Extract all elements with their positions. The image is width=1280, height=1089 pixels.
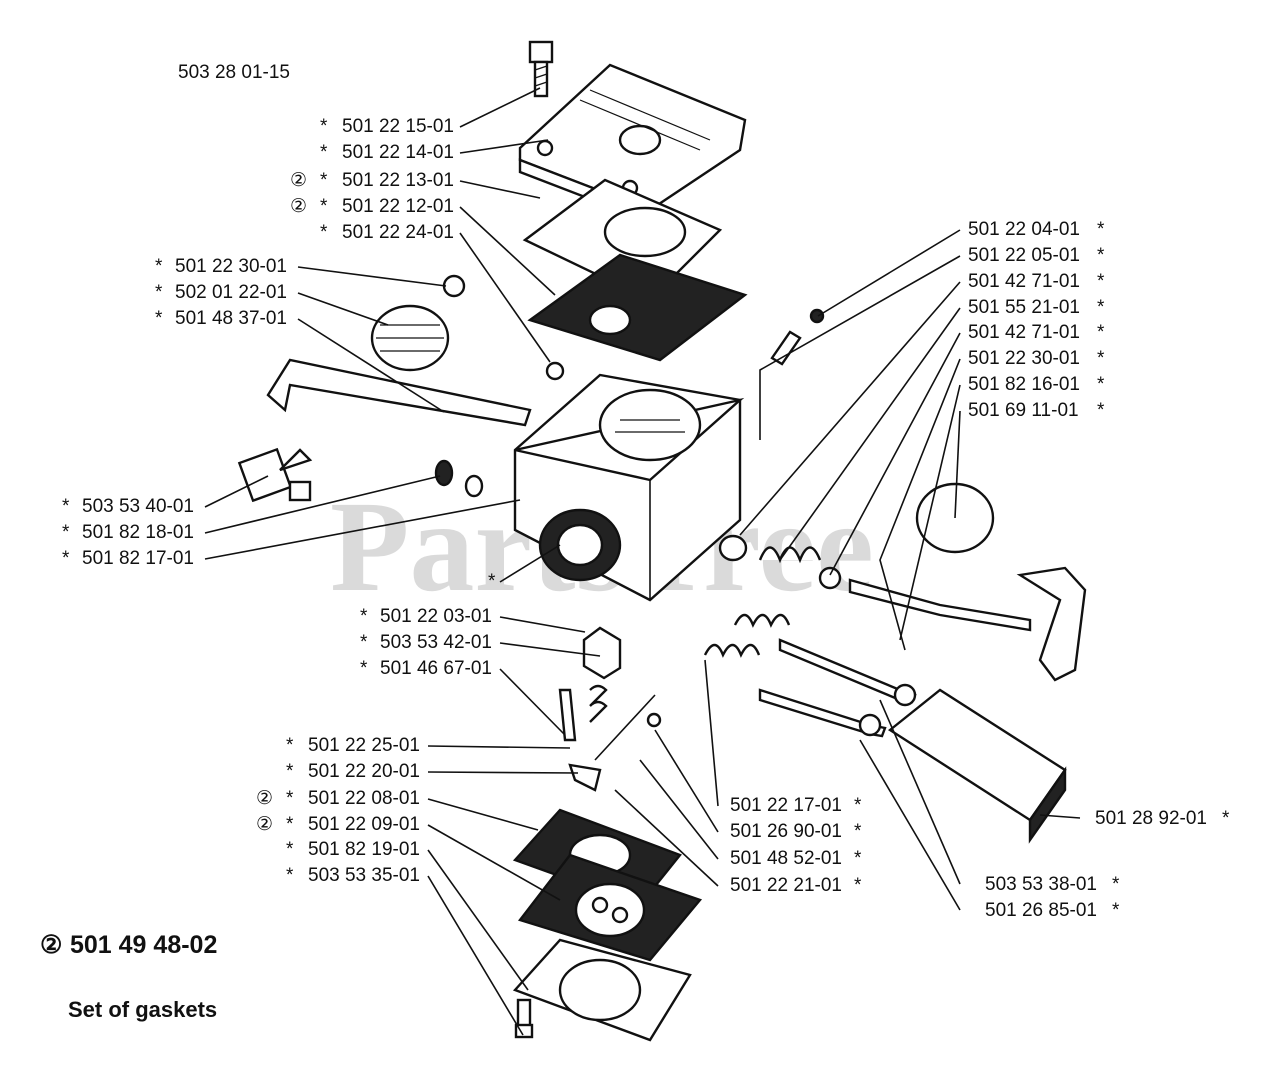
callout-mark: * <box>854 821 862 842</box>
callout-mark: * <box>320 116 328 137</box>
callout-code: 501 48 52-01 <box>730 848 842 869</box>
filter-box <box>887 688 1067 844</box>
callout-mark: * <box>286 839 294 860</box>
choke-lever <box>915 482 1087 682</box>
callout-code: 501 22 09-01 <box>308 814 420 835</box>
callout-code: 503 53 40-01 <box>82 496 194 517</box>
callout-mark: * <box>320 170 328 191</box>
callout-code: 501 22 13-01 <box>342 170 454 191</box>
callout-code: 501 46 67-01 <box>380 658 492 679</box>
body-mark: * <box>488 571 496 592</box>
callout-mark: * <box>1112 900 1120 921</box>
callout-mark: * <box>62 522 70 543</box>
washers-left <box>434 459 484 498</box>
callout-mark: * <box>286 814 294 835</box>
callout-mark: * <box>1112 874 1120 895</box>
pump-gasket <box>522 178 723 302</box>
gasket-set-marker: ② <box>256 814 273 835</box>
callout-code: 501 22 14-01 <box>342 142 454 163</box>
callout-mark: * <box>1097 297 1105 318</box>
callout-code: 501 22 15-01 <box>342 116 454 137</box>
callout-code: 501 28 92-01 <box>1095 808 1207 829</box>
callout-mark: * <box>1097 374 1105 395</box>
callout-code: 501 22 05-01 <box>968 245 1080 266</box>
header-code: 503 28 01-15 <box>178 62 290 83</box>
callout-code: 502 01 22-01 <box>175 282 287 303</box>
callout-code: 501 42 71-01 <box>968 322 1080 343</box>
callout-mark: * <box>320 142 328 163</box>
callout-code: 503 53 42-01 <box>380 632 492 653</box>
callout-mark: * <box>286 788 294 809</box>
callout-code: 501 48 37-01 <box>175 308 287 329</box>
metering-cover <box>512 938 692 1042</box>
callout-mark: * <box>62 548 70 569</box>
needle-spring-jets <box>718 308 1032 632</box>
callout-code: 501 26 90-01 <box>730 821 842 842</box>
callout-mark: * <box>854 795 862 816</box>
callout-mark: * <box>155 308 163 329</box>
gasket-set-label: Set of gaskets <box>68 997 217 1022</box>
callout-code: 501 42 71-01 <box>968 271 1080 292</box>
callout-mark: * <box>320 222 328 243</box>
callout-code: 501 22 30-01 <box>175 256 287 277</box>
callout-code: 501 82 18-01 <box>82 522 194 543</box>
callout-code: 501 82 19-01 <box>308 839 420 860</box>
gasket-set-marker: ② <box>290 196 307 217</box>
left-callouts: ② ② ② ② * 501 22 15-01 * 501 22 14-01 * … <box>62 116 496 886</box>
callout-code: 501 22 25-01 <box>308 735 420 756</box>
callout-code: 501 82 17-01 <box>82 548 194 569</box>
callout-mark: * <box>286 865 294 886</box>
callout-mark: * <box>320 196 328 217</box>
callout-code: 501 22 08-01 <box>308 788 420 809</box>
gasket-set-symbol: ② <box>40 931 62 959</box>
callout-code: 501 26 85-01 <box>985 900 1097 921</box>
gasket-set-code: 501 49 48-02 <box>70 931 217 959</box>
gasket-set-marker: ② <box>290 170 307 191</box>
callout-mark: * <box>155 256 163 277</box>
callout-mark: * <box>62 496 70 517</box>
callout-mark: * <box>1097 245 1105 266</box>
callout-mark: * <box>1097 322 1105 343</box>
callout-code: 501 22 17-01 <box>730 795 842 816</box>
callout-mark: * <box>1097 219 1105 240</box>
carburetor-body <box>513 373 745 602</box>
callout-code: 501 22 21-01 <box>730 875 842 896</box>
callout-mark: * <box>155 282 163 303</box>
callout-code: 503 53 38-01 <box>985 874 1097 895</box>
metering-gaskets <box>512 808 703 962</box>
pump-diaphragm <box>527 253 748 362</box>
gasket-set-marker: ② <box>256 788 273 809</box>
fuel-fitting <box>237 447 313 503</box>
top-screw <box>528 40 554 98</box>
callout-code: 501 55 21-01 <box>968 297 1080 318</box>
callout-mark: * <box>360 632 368 653</box>
callout-code: 501 22 03-01 <box>380 606 492 627</box>
callout-code: 501 82 16-01 <box>968 374 1080 395</box>
adjust-needles <box>703 613 917 738</box>
callout-code: 501 69 11-01 <box>968 400 1079 421</box>
callout-mark: * <box>360 658 368 679</box>
throttle-shaft <box>266 358 565 427</box>
leader-lines <box>204 87 1081 1036</box>
right-callouts: 501 22 04-01 * 501 22 05-01 * 501 42 71-… <box>730 219 1230 921</box>
callout-code: 501 22 12-01 <box>342 196 454 217</box>
callout-code: 501 22 30-01 <box>968 348 1080 369</box>
inlet-screen <box>370 274 466 372</box>
callout-mark: * <box>1097 271 1105 292</box>
callout-mark: * <box>1097 348 1105 369</box>
inlet-needle-parts <box>558 626 662 792</box>
callout-mark: * <box>854 848 862 869</box>
callout-mark: * <box>1097 400 1105 421</box>
callout-mark: * <box>1222 808 1230 829</box>
callout-mark: * <box>854 875 862 896</box>
callout-code: 501 22 04-01 <box>968 219 1080 240</box>
callout-mark: * <box>286 761 294 782</box>
callout-code: 501 22 24-01 <box>342 222 454 243</box>
callout-mark: * <box>286 735 294 756</box>
callout-code: 501 22 20-01 <box>308 761 420 782</box>
callout-mark: * <box>360 606 368 627</box>
callout-code: 503 53 35-01 <box>308 865 420 886</box>
